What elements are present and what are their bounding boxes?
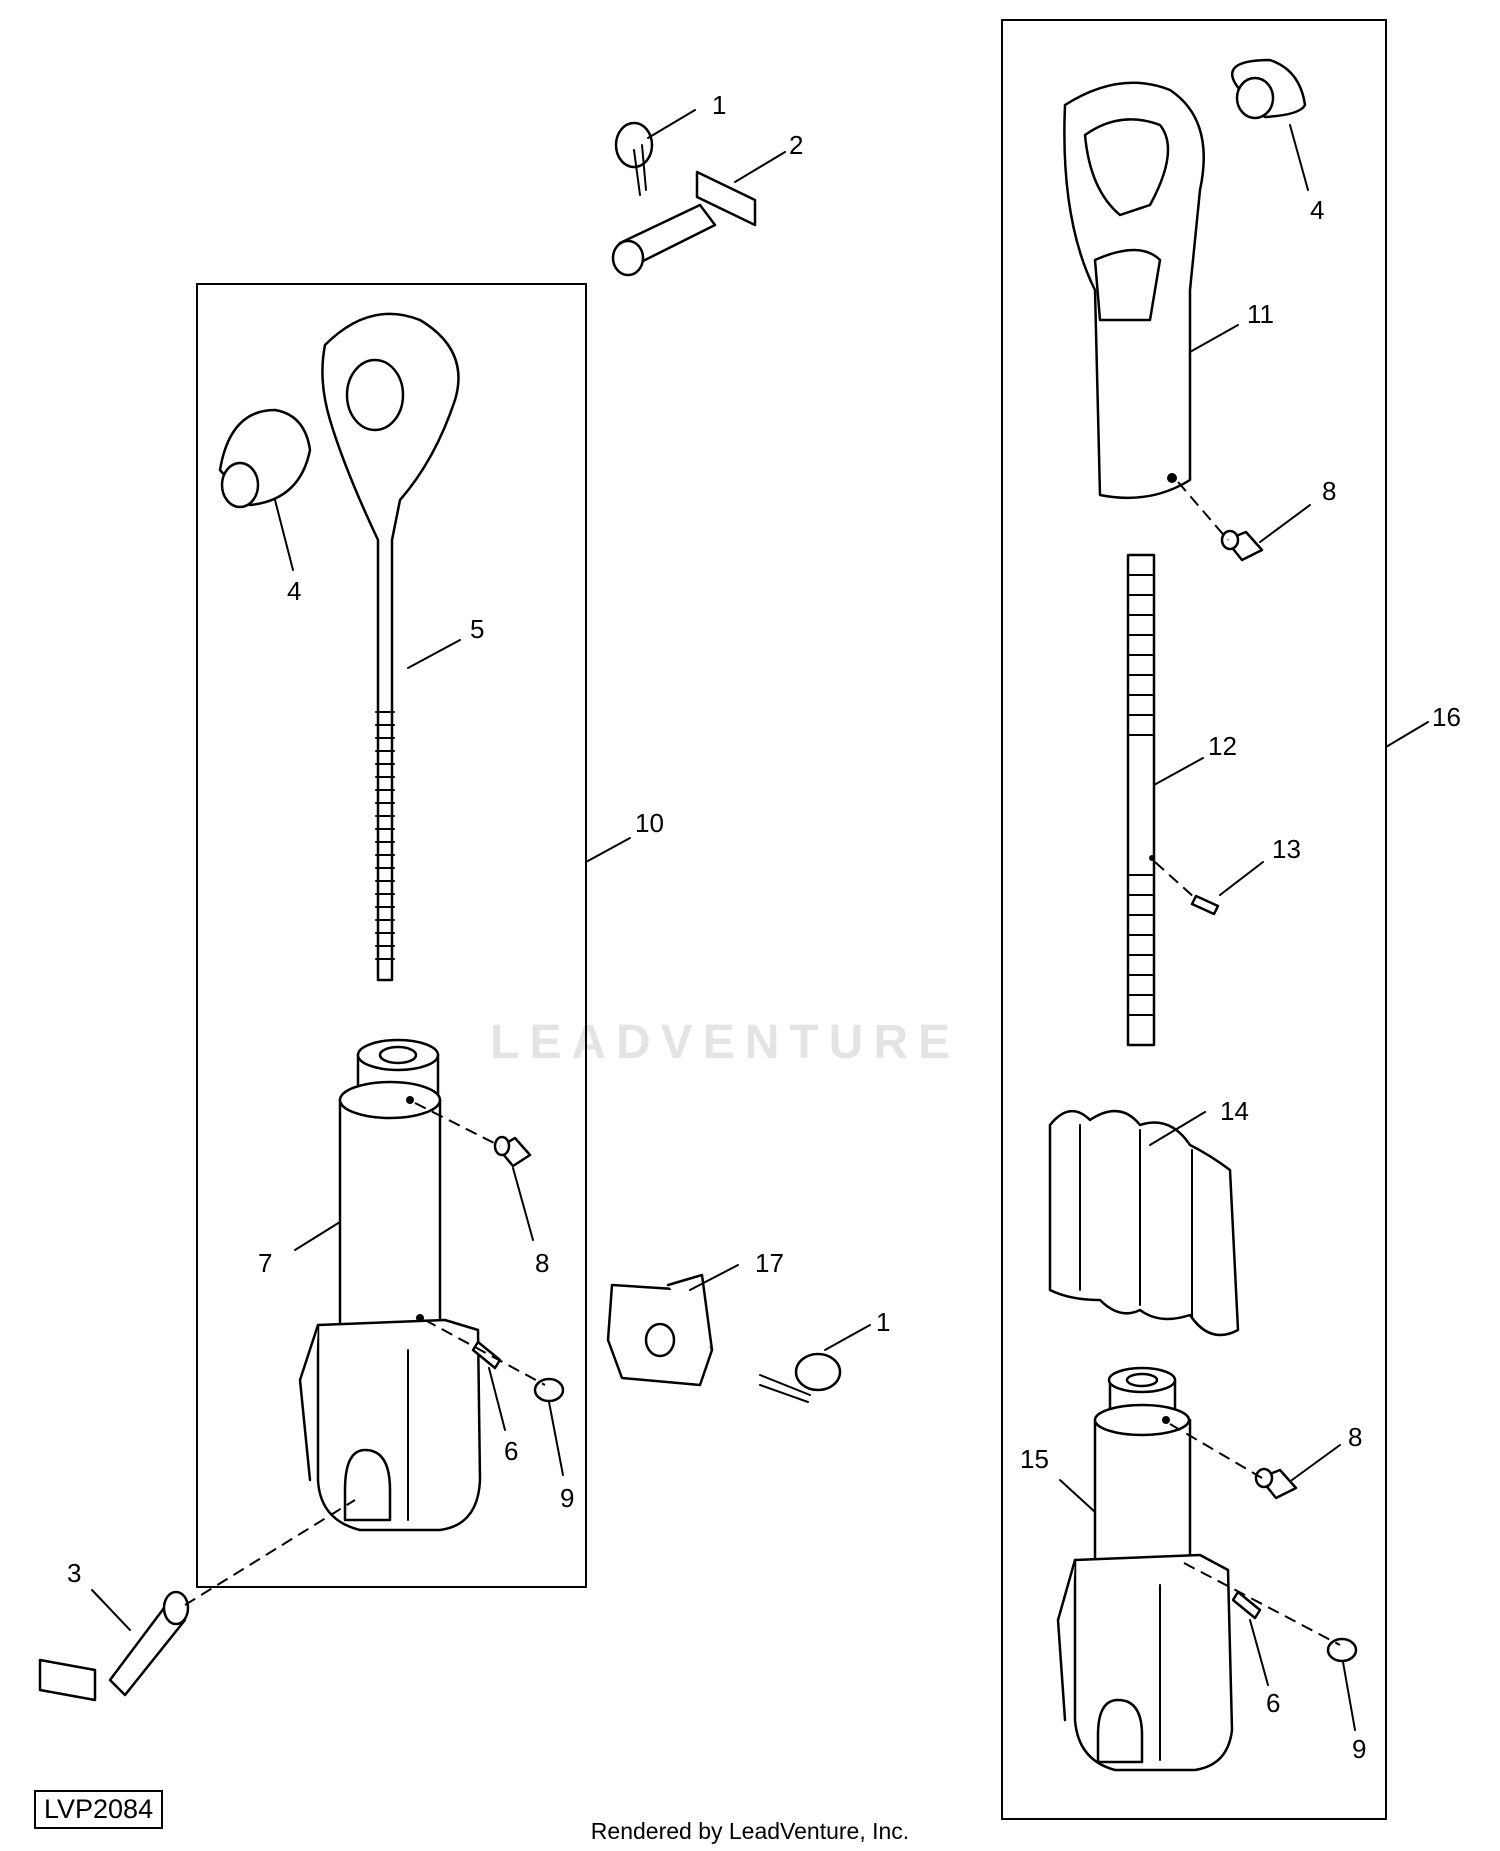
- callout-14-sleeve: 14: [1220, 1096, 1249, 1126]
- callout-4-ball: 4: [287, 576, 301, 606]
- footer-credit: Rendered by LeadVenture, Inc.: [590, 1818, 910, 1844]
- callout-6-roll-pin-right: 6: [1266, 1688, 1280, 1718]
- roll-pin-left: [471, 1340, 502, 1370]
- adapter-plate: [606, 1273, 714, 1387]
- grease-fitting-right-upper: [1220, 529, 1264, 562]
- callout-16-assembly: 16: [1432, 702, 1461, 732]
- callout-11-eye-end: 11: [1247, 299, 1274, 329]
- callout-15-lower-tube: 15: [1020, 1444, 1049, 1474]
- threaded-rod: [1126, 553, 1156, 1047]
- callout-6-roll-pin: 6: [504, 1436, 518, 1466]
- roll-pin-right-lower: [1231, 1590, 1262, 1620]
- callout-8-grease-fitting: 8: [535, 1248, 549, 1278]
- callout-2-top-pin: 2: [789, 130, 803, 160]
- callout-12-threaded-rod: 12: [1208, 731, 1237, 761]
- callout-8-grease-fitting-right-upper: 8: [1322, 476, 1336, 506]
- sleeve: [1048, 1110, 1240, 1337]
- eye-end-right: [1063, 81, 1205, 500]
- callout-10-assembly: 10: [635, 808, 664, 838]
- cap-left: [533, 1377, 565, 1403]
- callout-1-lynch-pin: 1: [712, 90, 726, 120]
- grease-fitting-right-lower: [1254, 1467, 1298, 1500]
- align-line-13: [1154, 861, 1196, 899]
- assembly-frame-right: [1001, 19, 1387, 1820]
- watermark: LEADVENTURE: [490, 1016, 961, 1069]
- grease-fitting-left: [493, 1135, 532, 1168]
- callout-1-lynch-pin-middle: 1: [876, 1307, 890, 1337]
- callout-9-cap: 9: [560, 1483, 574, 1513]
- lynch-pin-top: [614, 121, 654, 196]
- assembly-frame-left: [196, 283, 587, 1588]
- align-line-6b-9b: [1183, 1562, 1341, 1646]
- callout-9-cap-right: 9: [1352, 1734, 1366, 1764]
- callout-5-link-end: 5: [470, 614, 484, 644]
- clevis-right: [1056, 1553, 1234, 1772]
- link-end-rod: [321, 312, 460, 982]
- diagram-id-label: LVP2084: [34, 1790, 164, 1829]
- lower-pin: [38, 1590, 190, 1702]
- align-line-3: [184, 1499, 356, 1606]
- lynch-pin-middle: [759, 1352, 842, 1403]
- align-line-8b: [1177, 481, 1229, 541]
- roll-pin-right-upper: [1190, 894, 1220, 916]
- tube-left: [338, 1038, 442, 1342]
- clevis-left: [298, 1318, 482, 1532]
- ball-left: [218, 408, 312, 509]
- callout-3-lower-pin: 3: [67, 1558, 81, 1588]
- align-line-6a-9a: [424, 1319, 546, 1386]
- ball-right: [1230, 58, 1307, 120]
- callout-7-tube: 7: [258, 1248, 272, 1278]
- leader-lines: [91, 109, 1429, 1731]
- top-pin: [611, 170, 757, 277]
- lower-tube-right: [1093, 1366, 1192, 1572]
- callout-13-roll-pin: 13: [1272, 834, 1301, 864]
- align-line-8a: [414, 1102, 501, 1147]
- callout-8-grease-fitting-right-lower: 8: [1348, 1422, 1362, 1452]
- cap-right: [1326, 1637, 1358, 1663]
- callout-17-adapter: 17: [755, 1248, 784, 1278]
- callout-4-ball-right: 4: [1310, 195, 1324, 225]
